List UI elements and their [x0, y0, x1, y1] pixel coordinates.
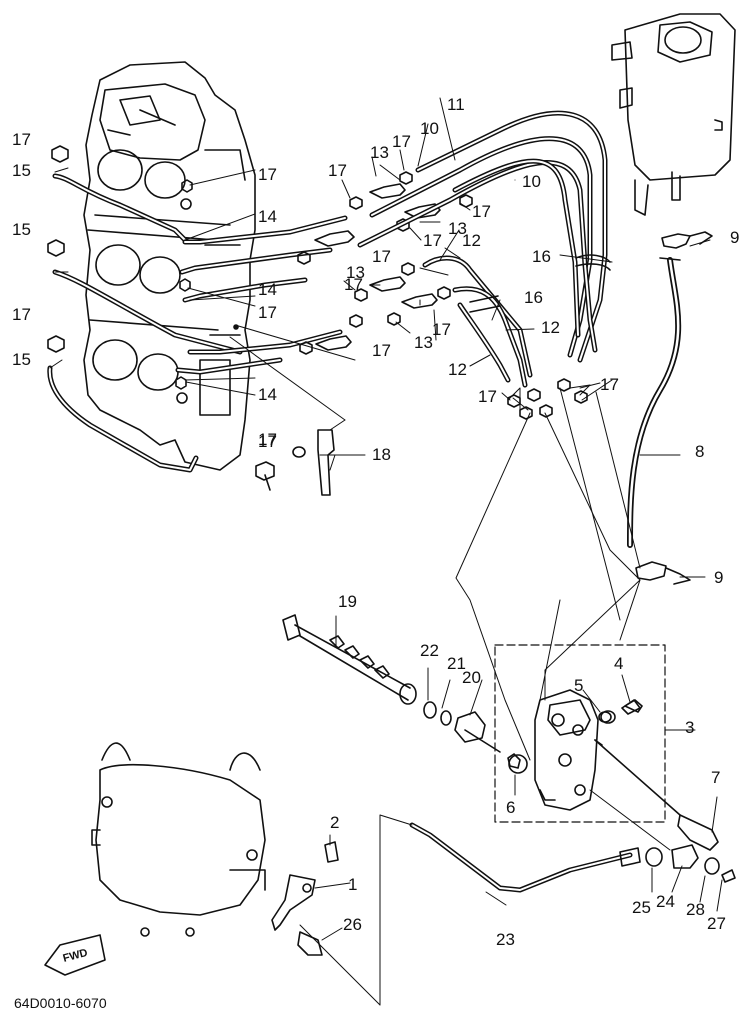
callout-28: 28 [686, 900, 705, 919]
lower-housing-drawing [91, 742, 266, 937]
callout-17: 17 [12, 130, 31, 149]
hose-23-and-fittings [409, 822, 736, 893]
callout-4: 4 [614, 654, 623, 673]
pump-drive-shaft-19 [282, 614, 501, 753]
callout-11: 11 [447, 95, 465, 114]
oil-pump-assembly [494, 644, 666, 823]
fitting-nut-17-left [47, 145, 193, 390]
callout-16: 16 [532, 247, 551, 266]
hose-12-set [422, 255, 533, 388]
callout-17: 17 [600, 375, 619, 394]
callout-18: 18 [372, 445, 391, 464]
callout-13: 13 [370, 143, 389, 162]
callout-1: 1 [348, 875, 357, 894]
callout-16: 16 [524, 288, 543, 307]
callout-23: 23 [496, 930, 515, 949]
check-valve-13-set [297, 171, 473, 355]
o-ring-6-shape [508, 754, 528, 774]
callout-9: 9 [730, 228, 739, 247]
callout-17: 17 [423, 231, 442, 250]
callout-17: 17 [258, 303, 277, 322]
callout-14: 14 [258, 385, 277, 404]
callout-17: 17 [478, 387, 497, 406]
cylinder-block-drawing [83, 61, 256, 471]
callout-17: 17 [328, 161, 347, 180]
callout-17: 17 [372, 341, 391, 360]
callout-17: 17 [392, 132, 411, 151]
callout-10: 10 [522, 172, 541, 191]
callout-17: 17 [432, 320, 451, 339]
callout-17: 17 [372, 247, 391, 266]
callout-17: 17 [12, 305, 31, 324]
bracket-18-shape [255, 429, 335, 496]
callout-6: 6 [506, 798, 515, 817]
callout-7: 7 [711, 768, 720, 787]
callout-15: 15 [12, 220, 31, 239]
fwd-arrow-shape [44, 934, 106, 976]
fitting-7-shape [594, 739, 719, 851]
callout-15: 15 [12, 161, 31, 180]
callout-22: 22 [420, 641, 439, 660]
callout-14: 14 [258, 207, 277, 226]
callout-13: 13 [414, 333, 433, 352]
callout-9: 9 [714, 568, 723, 587]
callout-17: 17 [258, 165, 277, 184]
callout-dots [233, 324, 239, 330]
callout-14: 14 [258, 280, 277, 299]
callout-12: 12 [462, 231, 481, 250]
callout-15: 15 [12, 350, 31, 369]
callout-12: 12 [541, 318, 560, 337]
callout-21: 21 [447, 654, 466, 673]
bolt-4-washer-5 [600, 699, 641, 724]
oil-tank-drawing [611, 13, 736, 216]
drawing-code: 64D0010-6070 [14, 995, 107, 1011]
callout-17: 17 [472, 202, 491, 221]
callout-13: 13 [448, 219, 467, 238]
leader-lines [49, 97, 723, 1006]
callout-3: 3 [685, 718, 694, 737]
callout-12: 12 [448, 360, 467, 379]
callout-17: 17 [258, 430, 277, 449]
callout-17: 17 [344, 275, 363, 294]
callout-10: 10 [420, 119, 439, 138]
callout-2: 2 [330, 813, 339, 832]
callout-24: 24 [656, 892, 675, 911]
hose-15-set [47, 173, 243, 473]
fwd-label: FWD [62, 947, 89, 965]
callout-20: 20 [462, 668, 481, 687]
callout-25: 25 [632, 898, 651, 917]
callout-8: 8 [695, 442, 704, 461]
callout-5: 5 [574, 676, 583, 695]
hose-8-and-clamps-9 [627, 231, 713, 585]
pump-lever-1-2-26 [271, 841, 339, 956]
hose-14-set [175, 215, 348, 375]
callout-19: 19 [338, 592, 357, 611]
callout-17: 17 [258, 432, 277, 451]
callout-13: 13 [346, 263, 365, 282]
hose-10-11-bundle [357, 110, 611, 363]
callout-27: 27 [707, 914, 726, 933]
callout-26: 26 [343, 915, 362, 934]
